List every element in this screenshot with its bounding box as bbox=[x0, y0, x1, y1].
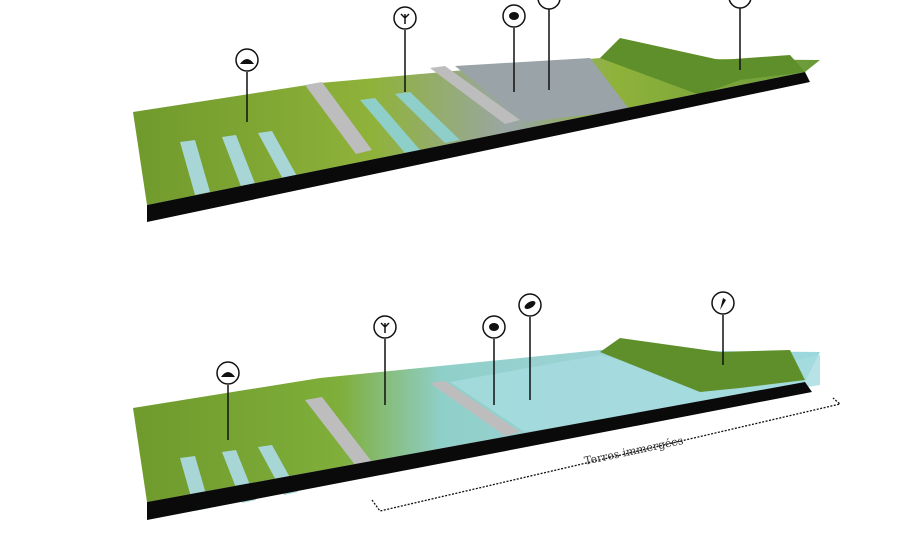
flooded-area bbox=[450, 355, 820, 432]
section-normal bbox=[133, 38, 820, 222]
immersed-lands-bracket bbox=[371, 397, 842, 512]
bird-icon bbox=[728, 0, 752, 9]
path-strip bbox=[305, 397, 372, 466]
path-strip bbox=[430, 66, 520, 124]
terrain-base bbox=[147, 72, 810, 222]
path-strip bbox=[305, 82, 372, 154]
dike bbox=[600, 38, 805, 95]
paved-area bbox=[455, 58, 630, 122]
water-channel bbox=[258, 131, 298, 181]
water-channel bbox=[360, 98, 420, 153]
fish-icon bbox=[537, 0, 561, 10]
water-channel bbox=[180, 140, 210, 195]
icon-glyphs bbox=[221, 12, 726, 377]
water-channel bbox=[395, 92, 460, 143]
dike bbox=[600, 338, 805, 392]
terrain-surface bbox=[133, 58, 820, 205]
terrain-base bbox=[147, 382, 812, 520]
water-channel bbox=[222, 135, 256, 189]
section-flooded bbox=[133, 338, 820, 520]
path-strip bbox=[430, 381, 520, 436]
